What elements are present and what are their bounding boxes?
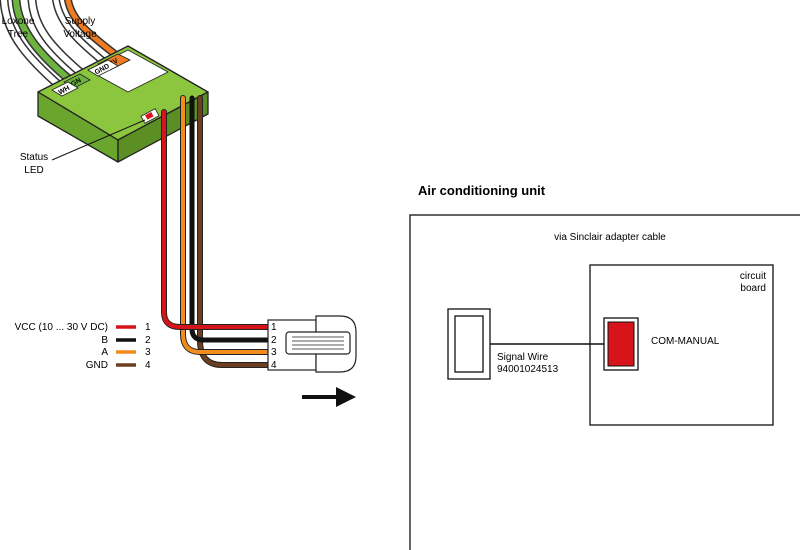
adapter-cable-note: via Sinclair adapter cable (554, 232, 666, 243)
ac-unit-title: Air conditioning unit (418, 183, 546, 198)
com-manual-label: COM-MANUAL (651, 336, 720, 347)
circuit-board (589, 264, 774, 426)
connector-pin-label: 4 (271, 360, 277, 371)
loxone-tree-cable (0, 0, 85, 93)
legend-pin: 4 (145, 360, 151, 371)
connector-plug (267, 315, 357, 373)
connector-pin-label: 3 (271, 347, 277, 358)
status-led-pointer (51, 119, 146, 161)
circuit-board-label-line2: board (740, 283, 766, 294)
status-led-label-line1: Status (20, 152, 48, 163)
legend-label: GND (86, 360, 108, 371)
connector-pin-label: 2 (271, 335, 277, 346)
loxone-label-line2: Tree (8, 29, 29, 40)
legend-pin: 2 (145, 335, 151, 346)
circuit-board-label-line1: circuit (740, 271, 766, 282)
terminal-gn-label: GN (70, 77, 83, 88)
supply-label-line1: Supply (65, 16, 96, 27)
status-led (140, 108, 160, 124)
legend-pin: 1 (145, 322, 151, 333)
legend-pin: 3 (145, 347, 151, 358)
wire-bundle (161, 95, 273, 368)
loxone-label-line1: Loxone (2, 16, 35, 27)
status-led-label-line2: LED (24, 165, 43, 176)
legend-row-gnd: GND 4 (86, 360, 151, 371)
terminal-wh: WH (51, 81, 79, 97)
direction-arrow (302, 387, 356, 407)
supply-label-line2: Voltage (63, 29, 97, 40)
connector-pin-label: 1 (271, 322, 277, 333)
wire-vcc (162, 110, 272, 329)
adapter-plug (447, 308, 491, 380)
terminal-wh-label: WH (57, 85, 71, 97)
wire-b (189, 95, 273, 343)
wire-a (181, 96, 272, 354)
legend-label: B (101, 335, 108, 346)
legend-row-b: B 2 (101, 335, 151, 346)
com-manual-port (603, 317, 639, 371)
signal-wire-label-line2: 94001024513 (497, 364, 559, 375)
signal-wire-label-line1: Signal Wire (497, 352, 549, 363)
legend-row-vcc: VCC (10 ... 30 V DC) 1 (15, 322, 151, 333)
legend-row-a: A 3 (101, 347, 151, 358)
legend-label: A (101, 347, 108, 358)
legend-label: VCC (10 ... 30 V DC) (15, 322, 108, 333)
wire-legend: VCC (10 ... 30 V DC) 1 B 2 A 3 GND 4 (15, 322, 151, 371)
ac-unit-box (409, 214, 800, 550)
supply-voltage-cable (52, 0, 120, 66)
